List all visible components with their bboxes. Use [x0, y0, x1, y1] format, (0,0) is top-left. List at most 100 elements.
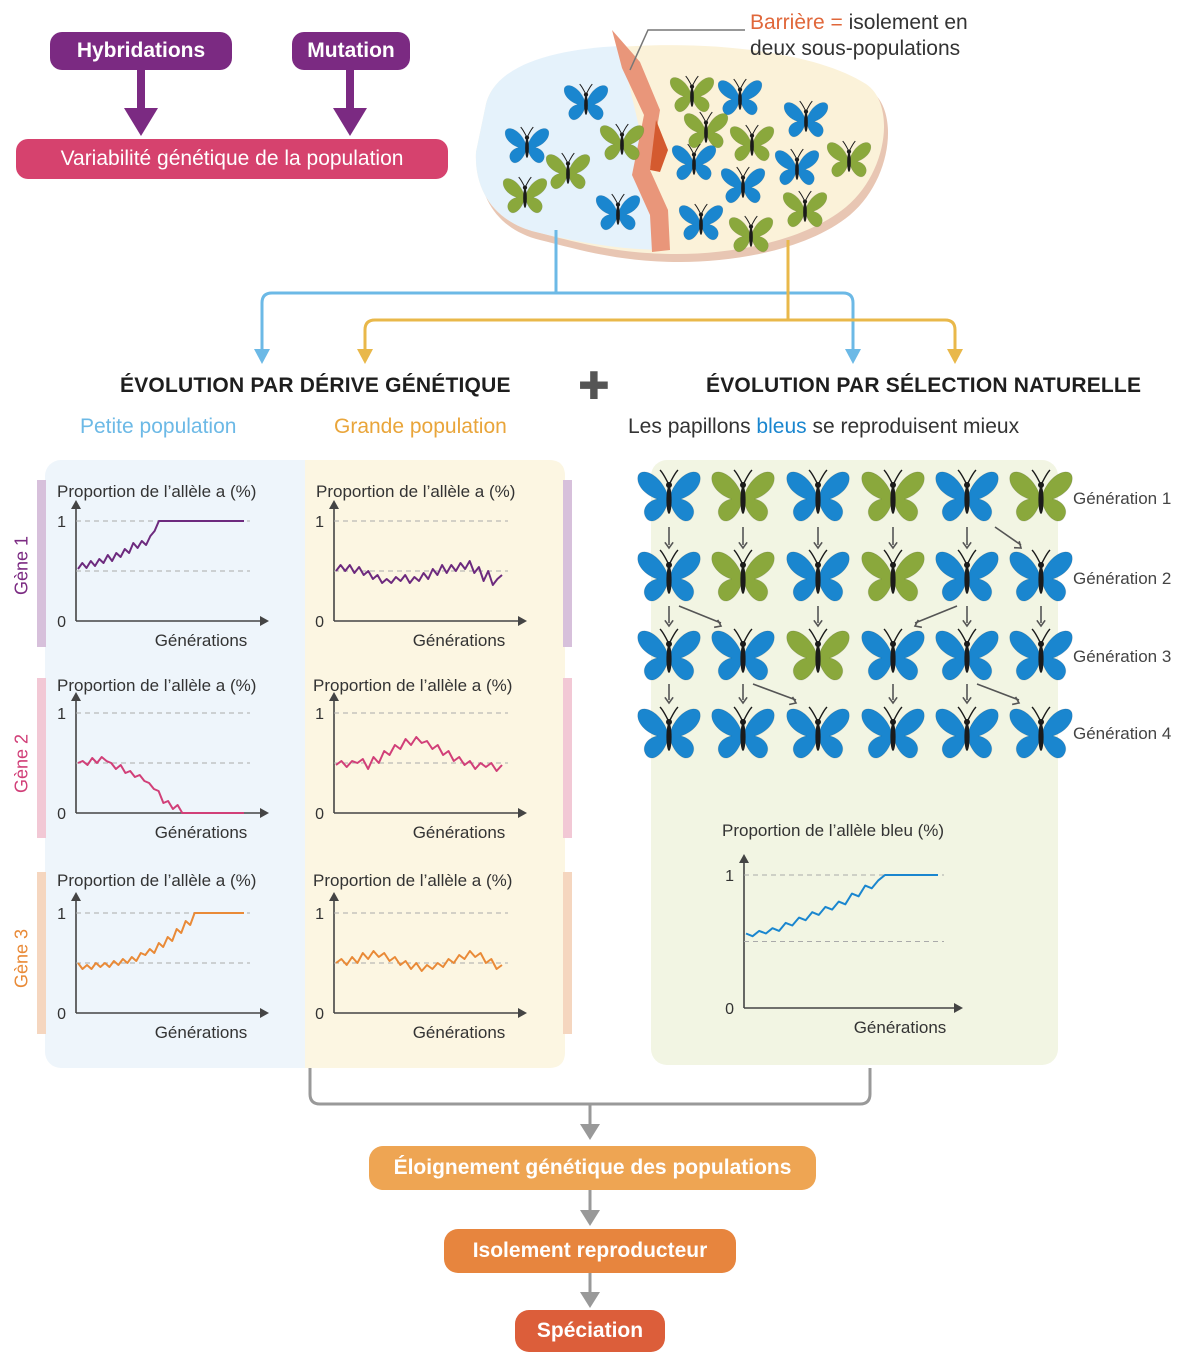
generation-3-label: Génération 3 — [1073, 647, 1172, 666]
large-population-panel — [305, 460, 565, 1068]
generation-arrow-head — [738, 696, 748, 705]
gen3-butterfly-3 — [786, 628, 850, 681]
generation-arrows — [664, 526, 1046, 706]
chart-title: Proportion de l’allèle a (%) — [57, 482, 256, 501]
chart-3: Proportion de l’allèle a (%)10Génération… — [57, 676, 269, 842]
chart-title: Proportion de l’allèle a (%) — [313, 676, 512, 695]
y-tick-label: 0 — [57, 614, 66, 631]
variabilite-pill: Variabilité génétique de la population — [16, 139, 448, 179]
generation-arrow-head — [713, 619, 723, 629]
generation-arrow — [994, 526, 1022, 546]
x-axis-arrow — [260, 808, 269, 818]
barrier-def: isolement en — [848, 11, 968, 34]
gen2-butterfly-3 — [786, 549, 850, 602]
y-tick-label: 0 — [57, 1006, 66, 1023]
gen2-butterfly-1 — [637, 549, 701, 602]
island-butterfly-green — [545, 152, 591, 190]
gen2-butterfly-6 — [1009, 549, 1073, 602]
gen2-butterfly-4 — [861, 549, 925, 602]
island-butterfly-green — [502, 176, 548, 214]
generation-arrow — [752, 683, 797, 701]
y-axis-arrow — [71, 892, 81, 901]
generation-arrow-head — [1011, 696, 1021, 706]
x-axis-label: Générations — [155, 631, 248, 650]
island-butterfly-blue — [595, 193, 641, 231]
gen1-butterfly-4 — [861, 469, 925, 522]
x-axis-arrow — [260, 616, 269, 626]
mutation-pill: Mutation — [292, 32, 410, 70]
island-butterfly-blue — [774, 148, 820, 186]
y-tick-label: 1 — [57, 514, 66, 531]
barrier-wall — [612, 30, 670, 252]
island-butterfly-blue — [671, 143, 717, 181]
selection-title: ÉVOLUTION PAR SÉLECTION NATURELLE — [706, 374, 1142, 397]
island-butterfly-blue — [720, 166, 766, 204]
gen2-butterfly-5 — [935, 549, 999, 602]
generation-4-label: Génération 4 — [1073, 724, 1172, 743]
gene2-bar-right — [563, 678, 572, 838]
branch-connectors — [260, 230, 957, 350]
gen1-butterfly-1 — [637, 469, 701, 522]
island-butterfly-blue — [678, 203, 724, 241]
gen3-butterfly-5 — [935, 628, 999, 681]
charts-layer: Proportion de l’allèle a (%)10Génération… — [57, 482, 963, 1042]
chart-title: Proportion de l’allèle a (%) — [313, 871, 512, 890]
selection-subtitle-blue: bleus — [756, 415, 807, 438]
isolement-pill: Isolement reproducteur — [444, 1229, 736, 1273]
gen1-butterfly-6 — [1009, 469, 1073, 522]
y-tick-label: 1 — [315, 706, 324, 723]
gen4-butterfly-4 — [861, 706, 925, 759]
generation-2-label: Génération 2 — [1073, 569, 1172, 588]
gen4-butterfly-2 — [711, 706, 775, 759]
barrier-equals: = — [824, 11, 849, 34]
gene3-bar-left — [37, 872, 46, 1034]
y-tick-label: 0 — [725, 1001, 734, 1018]
bottom-connectors — [308, 1068, 872, 1294]
generation-arrow-head — [664, 696, 674, 705]
island-butterfly-green — [683, 111, 729, 149]
selection-grid — [637, 469, 1073, 759]
x-axis-arrow — [518, 1008, 527, 1018]
generation-arrow-head — [738, 541, 748, 550]
generation-arrow — [914, 605, 958, 624]
gen4-butterfly-6 — [1009, 706, 1073, 759]
generation-arrow — [678, 605, 722, 624]
island-butterfly-blue — [563, 83, 609, 121]
generation-arrow-head — [664, 541, 674, 550]
gen1-butterfly-5 — [935, 469, 999, 522]
generation-arrow-head — [1013, 541, 1023, 549]
eloignement-pill: Éloignement génétique des populations — [369, 1146, 816, 1190]
gene1-bar-right — [563, 480, 572, 647]
x-axis-label: Générations — [155, 1023, 248, 1042]
barrier-word: Barrière — [750, 11, 825, 34]
gen1-butterfly-2 — [711, 469, 775, 522]
gen3-butterfly-2 — [711, 628, 775, 681]
gen4-butterfly-3 — [786, 706, 850, 759]
island-butterfly-blue — [504, 126, 550, 164]
generation-arrow-head — [813, 619, 823, 628]
generation-arrow-head — [962, 696, 972, 705]
series-line — [745, 874, 938, 938]
gen2-butterfly-2 — [711, 549, 775, 602]
series-line — [77, 912, 244, 970]
series-line — [77, 756, 244, 814]
generation-arrow-head — [888, 696, 898, 705]
y-tick-label: 0 — [315, 806, 324, 823]
generation-arrow-head — [1036, 619, 1046, 628]
x-axis-arrow — [518, 616, 527, 626]
barrier-label-line1: Barrière = isolement en — [750, 11, 968, 35]
y-axis-arrow — [329, 892, 339, 901]
y-tick-label: 1 — [725, 868, 734, 885]
eloignement-label: Éloignement génétique des populations — [393, 1156, 792, 1179]
y-axis-arrow — [739, 854, 749, 863]
y-tick-label: 1 — [57, 706, 66, 723]
y-axis-arrow — [329, 692, 339, 701]
plus-sign: ✚ — [578, 366, 610, 408]
gen3-butterfly-1 — [637, 628, 701, 681]
island-butterfly-green — [729, 124, 775, 162]
selection-subtitle: Les papillons bleus se reproduisent mieu… — [628, 415, 1019, 439]
generation-arrow-head — [788, 696, 798, 706]
generation-arrow-head — [962, 619, 972, 628]
generation-arrow-head — [913, 619, 923, 629]
